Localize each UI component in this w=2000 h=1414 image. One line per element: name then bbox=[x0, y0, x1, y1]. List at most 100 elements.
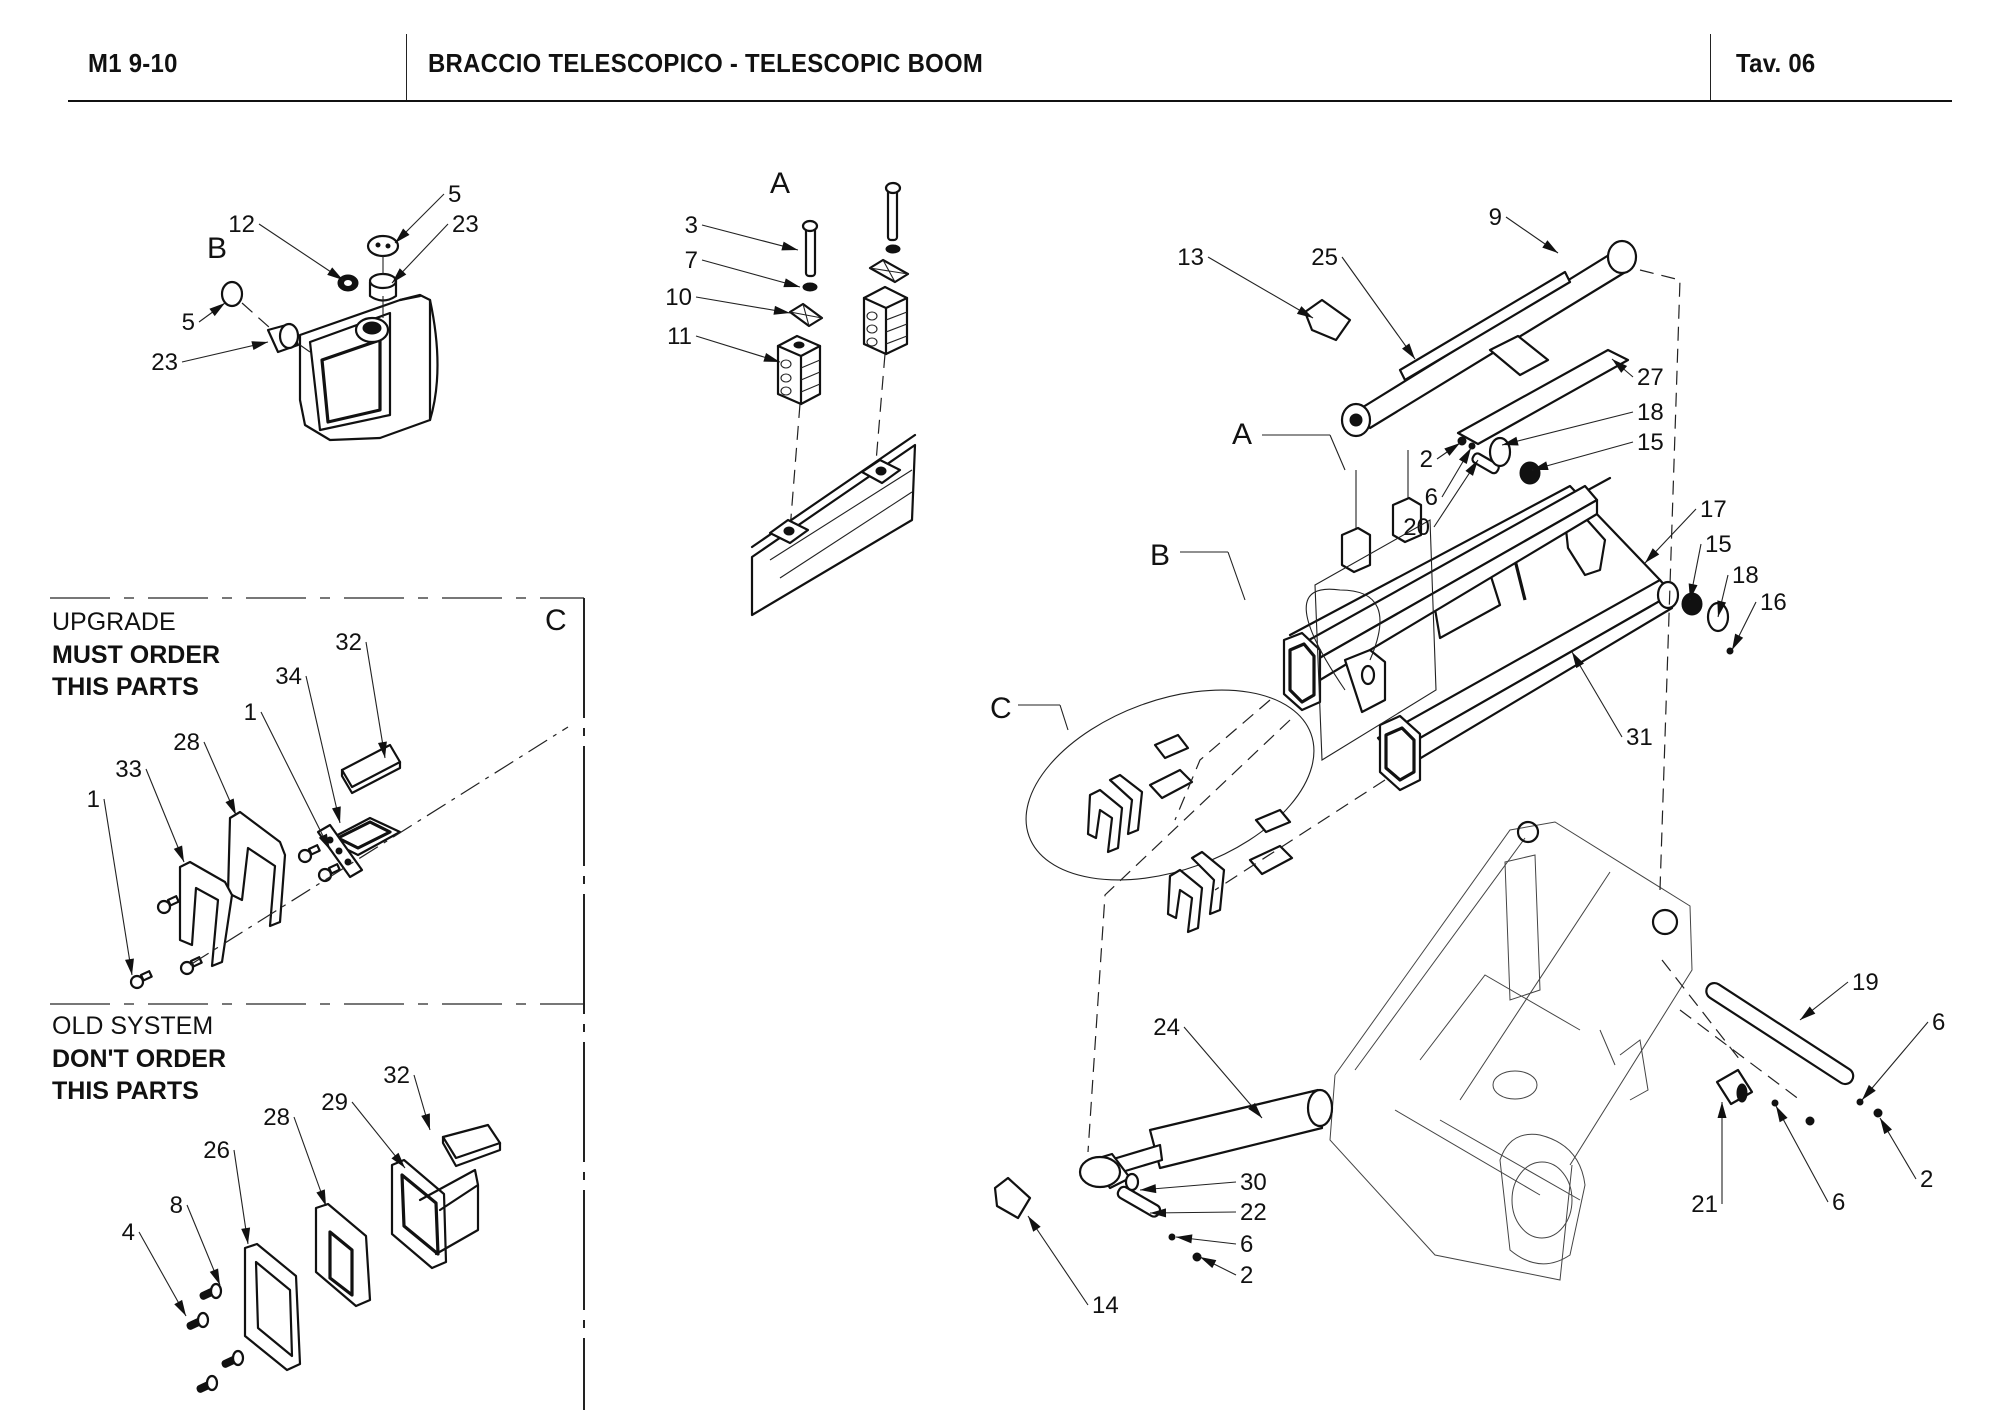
arrowhead bbox=[1717, 600, 1727, 617]
arrowhead bbox=[1612, 359, 1628, 373]
callout-label: 5 bbox=[448, 181, 461, 208]
arrowhead bbox=[1402, 343, 1415, 359]
assembly-axis bbox=[299, 344, 311, 353]
callout-label: 16 bbox=[1760, 589, 1787, 616]
arrowhead bbox=[1688, 583, 1698, 600]
part-29-frame bbox=[390, 1158, 448, 1270]
arrowhead bbox=[1296, 306, 1313, 318]
callout-2: 2 bbox=[1199, 1256, 1253, 1289]
ref-letter-b: B bbox=[1150, 539, 1170, 572]
kit-plate bbox=[1166, 868, 1204, 934]
header-divider bbox=[1710, 34, 1711, 100]
arrowhead bbox=[783, 278, 800, 288]
callout-22: 22 bbox=[1149, 1199, 1267, 1226]
callout-6: 6 bbox=[1861, 1009, 1945, 1101]
callout-5: 5 bbox=[182, 302, 226, 336]
callout-33: 33 bbox=[115, 756, 185, 863]
arrowhead bbox=[332, 806, 341, 823]
part-28-plate bbox=[226, 810, 287, 928]
part-26-cover bbox=[243, 1242, 302, 1372]
arrowhead bbox=[125, 958, 134, 975]
leader-line bbox=[1501, 411, 1634, 446]
part-16-pin bbox=[1726, 647, 1734, 655]
boom-frame-top bbox=[1288, 484, 1662, 637]
callout-20: 20 bbox=[1403, 459, 1479, 541]
callout-23: 23 bbox=[151, 341, 269, 376]
block-grooves bbox=[780, 359, 821, 396]
frame-pivot bbox=[1516, 820, 1540, 844]
callout-label: 6 bbox=[1832, 1189, 1845, 1216]
callout-3: 3 bbox=[685, 212, 799, 251]
old-system-line-1: DON'T ORDER bbox=[52, 1045, 226, 1073]
arrowhead bbox=[1800, 1006, 1816, 1020]
callout-14: 14 bbox=[1027, 1215, 1119, 1319]
bolt-head-right bbox=[884, 181, 902, 195]
callout-label: 29 bbox=[321, 1089, 348, 1116]
leader-line bbox=[701, 224, 799, 251]
detail-b-label: B bbox=[207, 232, 227, 265]
frame-sleeve bbox=[418, 1168, 480, 1256]
cap-hole bbox=[385, 243, 391, 249]
callout-label: 18 bbox=[1732, 562, 1759, 589]
slide-kit-ref-c bbox=[1086, 733, 1194, 854]
part-6-pin bbox=[1771, 1099, 1779, 1107]
ref-leader bbox=[1227, 551, 1246, 601]
main-assembly: A B C 9132527181526201715181631196243022… bbox=[990, 204, 1945, 1319]
callout-label: 24 bbox=[1153, 1014, 1180, 1041]
leader-line bbox=[1207, 256, 1314, 319]
callout-label: 6 bbox=[1240, 1231, 1253, 1258]
boom-section-cut bbox=[750, 433, 917, 617]
callout-label: 4 bbox=[122, 1219, 135, 1246]
part-33-plate bbox=[178, 860, 234, 968]
leader-line bbox=[365, 641, 386, 759]
eye-bore bbox=[1349, 413, 1363, 427]
seat-bolt bbox=[875, 466, 887, 476]
detail-c-panel bbox=[50, 597, 585, 1410]
callout-label: 6 bbox=[1932, 1009, 1945, 1036]
callout-19: 19 bbox=[1799, 969, 1879, 1021]
leader-line bbox=[1139, 1181, 1237, 1191]
callout-10: 10 bbox=[665, 284, 791, 315]
callout-1: 1 bbox=[244, 699, 331, 851]
arrowhead bbox=[1880, 1118, 1893, 1135]
part-20-pin bbox=[1471, 452, 1500, 475]
callout-label: 21 bbox=[1691, 1191, 1718, 1218]
arrowhead bbox=[1200, 1257, 1217, 1269]
model-code: M1 9-10 bbox=[88, 48, 178, 78]
arrowhead bbox=[241, 1227, 251, 1244]
callout-30: 30 bbox=[1139, 1169, 1267, 1196]
callout-label: 20 bbox=[1403, 514, 1430, 541]
bolt bbox=[221, 1349, 245, 1368]
part-30-bushing bbox=[1124, 1172, 1140, 1192]
callout-1: 1 bbox=[87, 786, 134, 976]
assembly-axis bbox=[1679, 1009, 1801, 1101]
callout-32: 32 bbox=[335, 629, 387, 759]
leader-line bbox=[1571, 651, 1623, 738]
arrowhead bbox=[1776, 1106, 1788, 1123]
callout-31: 31 bbox=[1571, 651, 1653, 751]
bolt-head bbox=[801, 219, 819, 233]
frame-hole bbox=[1492, 1070, 1538, 1100]
part-6-pin bbox=[1856, 1098, 1864, 1106]
arrowhead bbox=[1150, 1208, 1167, 1218]
cover-window bbox=[254, 1260, 294, 1358]
drawing-title: BRACCIO TELESCOPICO - TELESCOPIC BOOM bbox=[428, 48, 984, 78]
old-system-panel: OLD SYSTEM DON'T ORDER THIS PARTS 322928… bbox=[52, 1012, 502, 1393]
leader-line bbox=[701, 259, 801, 288]
callout-label: 18 bbox=[1637, 399, 1664, 426]
callout-label: 2 bbox=[1240, 1262, 1253, 1289]
callout-34: 34 bbox=[275, 663, 341, 824]
callout-6: 6 bbox=[1775, 1105, 1845, 1216]
kit-plate bbox=[1108, 773, 1144, 836]
part-5-cap-side bbox=[220, 280, 244, 308]
part-2-nut bbox=[1805, 1116, 1815, 1126]
plate-cross bbox=[869, 259, 909, 283]
callout-32: 32 bbox=[383, 1062, 431, 1131]
callout-label: 15 bbox=[1705, 531, 1732, 558]
upgrade-line-2: THIS PARTS bbox=[52, 673, 199, 701]
part-13-guide-block bbox=[1303, 298, 1352, 342]
pad-thickness bbox=[441, 1135, 502, 1168]
sheet-number: Tav. 06 bbox=[1736, 48, 1816, 78]
